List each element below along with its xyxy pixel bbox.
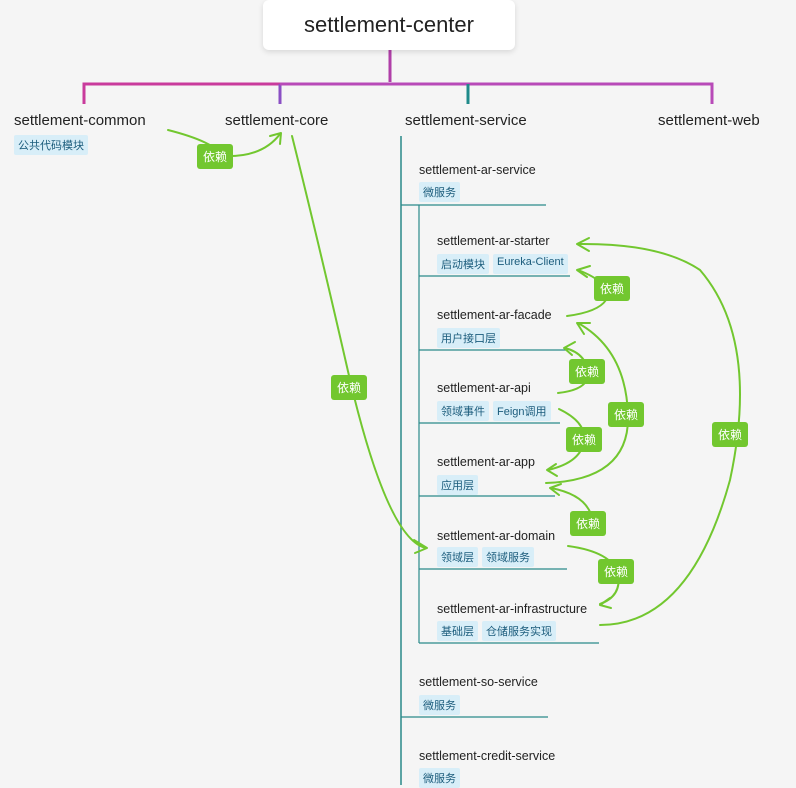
tag-domain-event: 领域事件 xyxy=(437,401,489,421)
dep-label-core-domain[interactable]: 依赖 xyxy=(331,375,368,400)
node-so-service[interactable]: settlement-so-service xyxy=(419,675,538,689)
node-ar-service[interactable]: settlement-ar-service xyxy=(419,163,536,177)
tag-microservice: 微服务 xyxy=(419,182,460,202)
dep-arrow-common-core-head xyxy=(269,132,282,145)
dep-arrow-infra-starter-head xyxy=(576,237,590,252)
node-ar-facade-tags: 用户接口层 xyxy=(437,328,500,348)
dep-arrow-api-app-head xyxy=(546,463,558,477)
node-so-service-tags: 微服务 xyxy=(419,695,460,715)
dep-label-api-app[interactable]: 依赖 xyxy=(566,427,603,452)
dep-arrow-api-facade-head xyxy=(563,341,576,356)
tag-feign-call: Feign调用 xyxy=(493,401,551,421)
dep-arrow-app-facade-head xyxy=(576,322,591,335)
node-ar-starter-tags: 启动模块 Eureka-Client xyxy=(437,254,568,274)
dep-arrow-infra-starter xyxy=(577,242,741,626)
node-credit-service[interactable]: settlement-credit-service xyxy=(419,749,556,763)
node-ar-app-tags: 应用层 xyxy=(437,475,478,495)
dep-label-domain-infra[interactable]: 依赖 xyxy=(598,559,635,584)
tag-infrastructure-layer: 基础层 xyxy=(437,621,478,641)
node-ar-facade[interactable]: settlement-ar-facade xyxy=(437,308,552,322)
branch-service xyxy=(280,82,714,104)
node-ar-domain-tags: 领域层 领域服务 xyxy=(437,547,534,567)
dep-label-api-facade[interactable]: 依赖 xyxy=(569,359,606,384)
node-settlement-common[interactable]: settlement-common xyxy=(14,112,146,129)
tag-microservice: 微服务 xyxy=(419,768,460,788)
dep-label-domain-app[interactable]: 依赖 xyxy=(570,511,607,536)
node-settlement-web[interactable]: settlement-web xyxy=(658,112,760,129)
tag-domain-layer: 领域层 xyxy=(437,547,478,567)
node-ar-api[interactable]: settlement-ar-api xyxy=(437,381,531,395)
tag-common-module: 公共代码模块 xyxy=(14,135,88,155)
dep-arrow-domain-app-head xyxy=(549,483,562,496)
dep-arrow-domain-infra-head xyxy=(599,597,612,609)
tag-repository-impl: 仓储服务实现 xyxy=(482,621,556,641)
branch-common xyxy=(82,82,280,104)
dep-arrow-core-domain xyxy=(291,135,427,549)
dep-arrow-core-domain-head xyxy=(413,539,428,554)
dep-label-facade-starter[interactable]: 依赖 xyxy=(594,276,631,301)
root-node[interactable]: settlement-center xyxy=(263,0,515,50)
node-common-tags: 公共代码模块 xyxy=(14,135,88,155)
node-settlement-service[interactable]: settlement-service xyxy=(405,112,527,129)
node-settlement-core[interactable]: settlement-core xyxy=(225,112,329,129)
node-ar-starter[interactable]: settlement-ar-starter xyxy=(437,234,550,248)
dep-arrow-domain-app xyxy=(550,487,591,513)
dep-label-app-facade[interactable]: 依赖 xyxy=(608,402,645,427)
tag-application-layer: 应用层 xyxy=(437,475,478,495)
tag-startup-module: 启动模块 xyxy=(437,254,489,274)
dep-arrow-facade-starter-head xyxy=(576,265,591,278)
dep-label-common-core[interactable]: 依赖 xyxy=(197,144,234,169)
node-ar-service-tags: 微服务 xyxy=(419,182,460,202)
node-ar-api-tags: 领域事件 Feign调用 xyxy=(437,401,551,421)
node-credit-service-tags: 微服务 xyxy=(419,768,460,788)
node-ar-domain[interactable]: settlement-ar-domain xyxy=(437,529,556,543)
tag-microservice: 微服务 xyxy=(419,695,460,715)
tag-domain-service: 领域服务 xyxy=(482,547,534,567)
dep-label-infra-starter[interactable]: 依赖 xyxy=(712,422,749,447)
root-title: settlement-center xyxy=(304,12,474,37)
node-ar-infrastructure[interactable]: settlement-ar-infrastructure xyxy=(437,602,588,616)
node-ar-infrastructure-tags: 基础层 仓储服务实现 xyxy=(437,621,556,641)
tag-user-interface-layer: 用户接口层 xyxy=(437,328,500,348)
node-ar-app[interactable]: settlement-ar-app xyxy=(437,455,535,469)
tag-eureka-client: Eureka-Client xyxy=(493,254,568,274)
